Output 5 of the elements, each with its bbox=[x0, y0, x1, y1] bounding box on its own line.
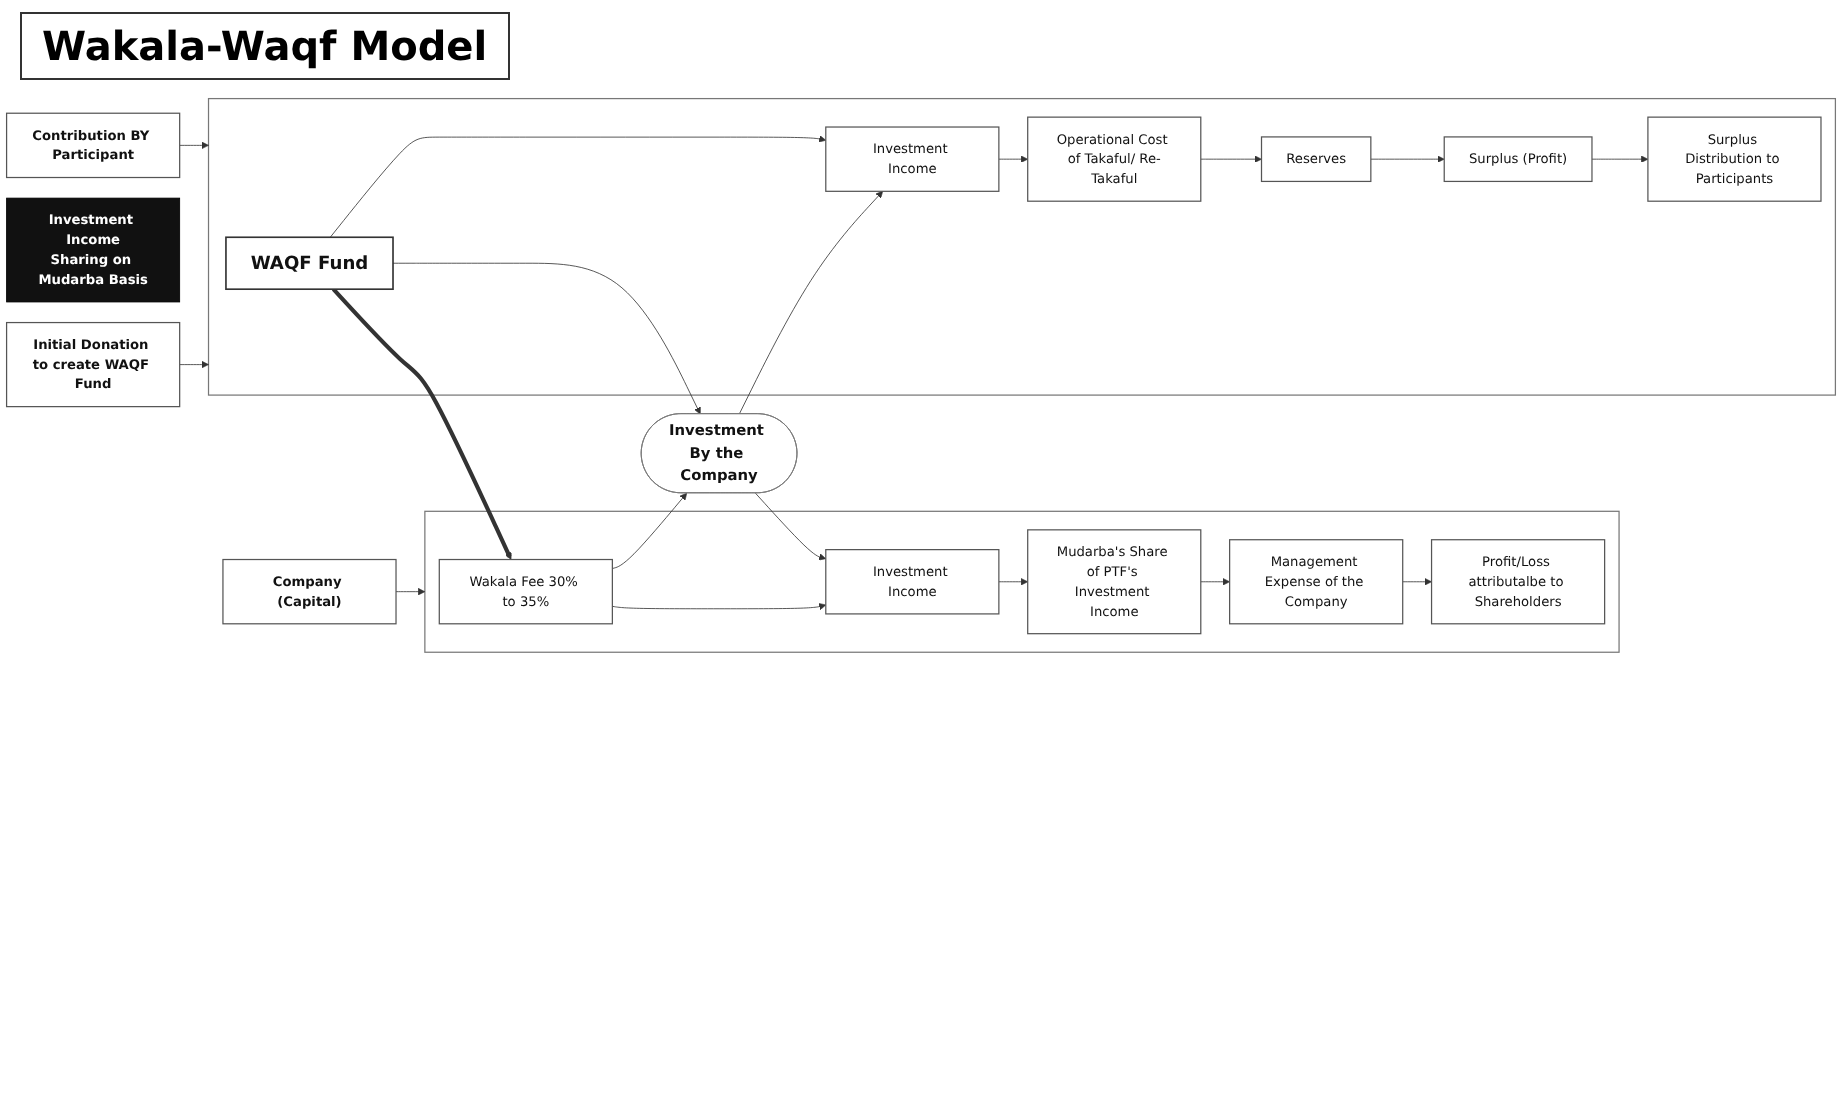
node-box: WAQF Fund bbox=[225, 236, 394, 290]
diagram-title: Wakala-Waqf Model bbox=[20, 12, 510, 80]
arrow bbox=[331, 287, 512, 560]
cluster bbox=[424, 510, 1620, 653]
cluster bbox=[207, 97, 1837, 396]
